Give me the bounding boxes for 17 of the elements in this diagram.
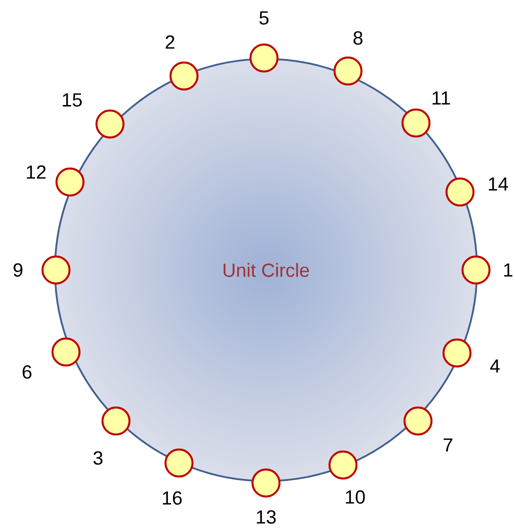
point-label: 8 — [354, 31, 362, 45]
point-label: 3 — [93, 451, 102, 465]
point-label: 12 — [26, 165, 46, 179]
point-label: 1 — [504, 263, 512, 277]
point-label: 5 — [259, 11, 268, 25]
point-label: 4 — [490, 359, 500, 373]
point-label: 9 — [14, 263, 22, 277]
point-label: 11 — [432, 91, 450, 105]
point-label: 14 — [488, 177, 508, 191]
point-label: 2 — [166, 35, 174, 49]
point-label: 10 — [346, 490, 365, 504]
point-label: 15 — [62, 93, 82, 107]
point-label: 7 — [444, 438, 452, 452]
circle-title: Unit Circle — [224, 263, 309, 277]
point-label: 16 — [162, 491, 182, 505]
point-label: 6 — [22, 365, 32, 379]
point-label: 13 — [256, 510, 276, 524]
